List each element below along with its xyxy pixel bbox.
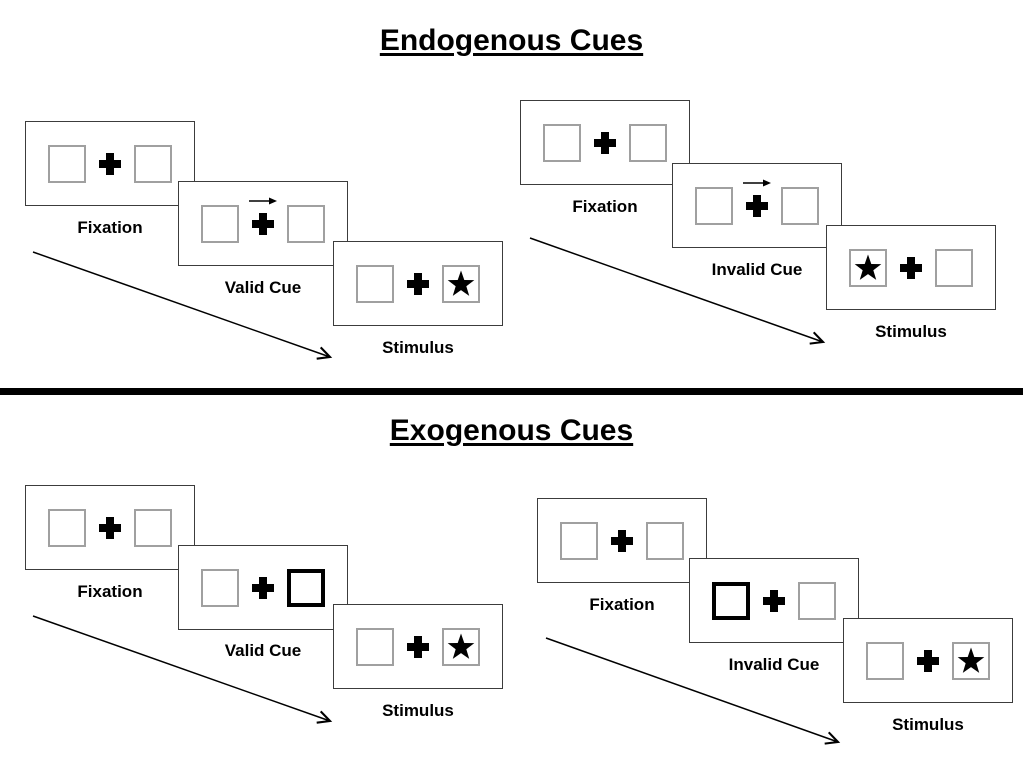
stimulus-panel: [843, 618, 1013, 703]
panel-label: Stimulus: [892, 715, 964, 734]
fixation-center: [743, 179, 771, 218]
fixation-center: [916, 649, 940, 673]
left-placeholder-box: [356, 264, 394, 303]
fixation-center: [610, 529, 634, 553]
fixation-center: [98, 152, 122, 176]
panel-label: Valid Cue: [224, 278, 302, 297]
panel-label: Stimulus: [875, 322, 947, 341]
time-arrow-icon: [32, 251, 333, 360]
fixation-cross-icon: [99, 516, 121, 539]
fixation-cross-icon: [900, 256, 922, 279]
fixation-cross-icon: [407, 635, 429, 658]
fixation-cross-icon: [252, 576, 274, 599]
right-target-box: [442, 264, 480, 303]
fixation-cross-icon: [252, 212, 274, 235]
right-placeholder-box: [646, 521, 684, 560]
section-divider: [0, 388, 1023, 395]
time-arrow-icon: [32, 615, 333, 724]
panel-label: Fixation: [77, 218, 143, 237]
left-cue-box: [712, 581, 750, 620]
fixation-center: [899, 256, 923, 280]
right-placeholder-box: [134, 508, 172, 547]
valid-cue-panel: [178, 545, 348, 630]
stimulus-panel: [826, 225, 996, 310]
fixation-center: [249, 197, 277, 236]
panel-label: Valid Cue: [224, 641, 302, 660]
right-placeholder-box: [781, 186, 819, 225]
fixation-center: [251, 576, 275, 600]
right-placeholder-box: [798, 581, 836, 620]
left-placeholder-box: [543, 123, 581, 162]
fixation-panel: [537, 498, 707, 583]
right-placeholder-box: [629, 123, 667, 162]
time-arrow-icon: [545, 637, 841, 745]
panel-label: Fixation: [572, 197, 638, 216]
stimulus-panel: [333, 604, 503, 689]
cue-arrow-icon: [743, 179, 771, 186]
fixation-cross-icon: [917, 649, 939, 672]
fixation-cross-icon: [611, 529, 633, 552]
right-placeholder-box: [935, 248, 973, 287]
right-cue-box: [287, 568, 325, 607]
left-placeholder-box: [48, 144, 86, 183]
fixation-panel: [25, 121, 195, 206]
left-placeholder-box: [201, 568, 239, 607]
cue-arrow-icon: [249, 197, 277, 204]
left-placeholder-box: [48, 508, 86, 547]
valid-cue-panel: [178, 181, 348, 266]
section-title-endogenous: Endogenous Cues: [379, 24, 644, 57]
right-target-box: [442, 627, 480, 666]
panel-label: Invalid Cue: [728, 655, 820, 674]
panel-label: Fixation: [77, 582, 143, 601]
fixation-panel: [25, 485, 195, 570]
fixation-center: [593, 131, 617, 155]
stimulus-panel: [333, 241, 503, 326]
target-star-icon: [447, 270, 475, 296]
right-placeholder-box: [134, 144, 172, 183]
target-star-icon: [957, 647, 985, 673]
panel-label: Fixation: [589, 595, 655, 614]
left-placeholder-box: [201, 204, 239, 243]
time-arrow-icon: [529, 237, 826, 345]
fixation-center: [762, 589, 786, 613]
left-placeholder-box: [866, 641, 904, 680]
left-placeholder-box: [356, 627, 394, 666]
fixation-cross-icon: [407, 272, 429, 295]
fixation-cross-icon: [763, 589, 785, 612]
invalid-cue-panel: [672, 163, 842, 248]
left-target-box: [849, 248, 887, 287]
fixation-panel: [520, 100, 690, 185]
invalid-cue-panel: [689, 558, 859, 643]
right-target-box: [952, 641, 990, 680]
left-placeholder-box: [695, 186, 733, 225]
fixation-center: [406, 272, 430, 296]
panel-label: Invalid Cue: [711, 260, 803, 279]
target-star-icon: [447, 633, 475, 659]
panel-label: Stimulus: [382, 338, 454, 357]
fixation-cross-icon: [746, 194, 768, 217]
fixation-cross-icon: [99, 152, 121, 175]
target-star-icon: [854, 254, 882, 280]
fixation-center: [98, 516, 122, 540]
fixation-cross-icon: [594, 131, 616, 154]
panel-label: Stimulus: [382, 701, 454, 720]
section-title-exogenous: Exogenous Cues: [389, 414, 634, 447]
right-placeholder-box: [287, 204, 325, 243]
left-placeholder-box: [560, 521, 598, 560]
fixation-center: [406, 635, 430, 659]
